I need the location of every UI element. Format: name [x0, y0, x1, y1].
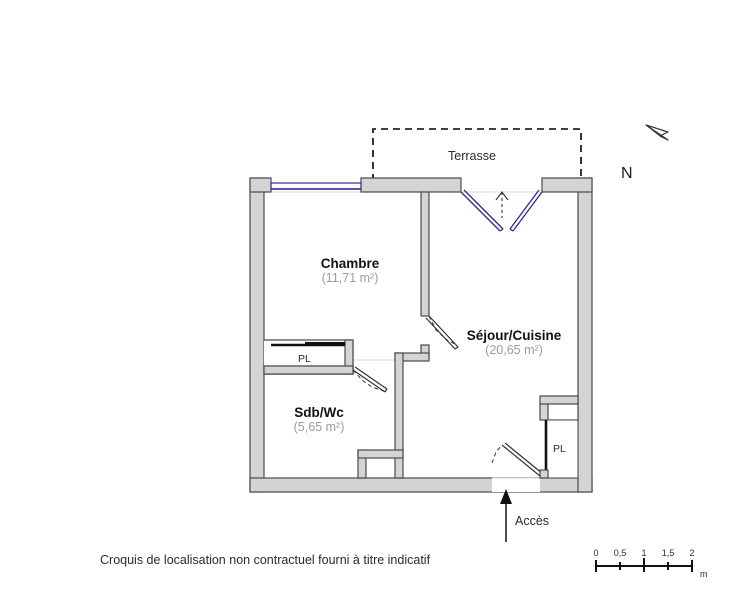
closet-right [539, 395, 579, 479]
closet-left-label: PL [298, 353, 311, 365]
wc-niche [357, 449, 404, 479]
acces-label: Accès [515, 514, 550, 528]
room-name-sdbwc: Sdb/Wc [294, 405, 344, 420]
room-area-sdbwc: (5,65 m²) [293, 420, 345, 434]
terrasse-label: Terrasse [448, 149, 496, 163]
door-sdb [352, 366, 388, 393]
scale-unit-label: m [700, 569, 708, 579]
door-chambre [425, 315, 459, 350]
scale-tick-3: 1,5 [661, 548, 675, 558]
plan-caption: Croquis de localisation non contractuel … [100, 553, 431, 567]
partition-chambre-sejour [420, 191, 430, 317]
entry-door [491, 442, 544, 492]
room-area-chambre: (11,71 m²) [321, 271, 379, 285]
room-label-chambre: Chambre (11,71 m²) [321, 256, 380, 285]
scale-tick-4: 2 [689, 548, 695, 558]
partition-chambre-sdb [263, 365, 354, 375]
room-label-sdbwc: Sdb/Wc (5,65 m²) [294, 405, 345, 434]
window-chambre [270, 182, 362, 190]
scale-bar-graphic [595, 558, 693, 572]
terrasse-outline [372, 128, 582, 181]
partition-hall-sejour [394, 344, 430, 479]
room-name-sejour: Séjour/Cuisine [466, 328, 562, 343]
scale-tick-0: 0 [593, 548, 599, 558]
scale-tick-2: 1 [641, 548, 647, 558]
closet-right-label: PL [553, 443, 566, 455]
room-area-sejour: (20,65 m²) [485, 343, 543, 357]
room-label-sejour: Séjour/Cuisine (20,65 m²) [467, 328, 562, 357]
scale-tick-1: 0,5 [613, 548, 627, 558]
north-arrow-icon [645, 124, 669, 141]
acces-arrow [500, 489, 512, 542]
north-label: N [621, 165, 633, 182]
room-name-chambre: Chambre [320, 256, 380, 271]
terrace-french-doors [460, 189, 543, 232]
